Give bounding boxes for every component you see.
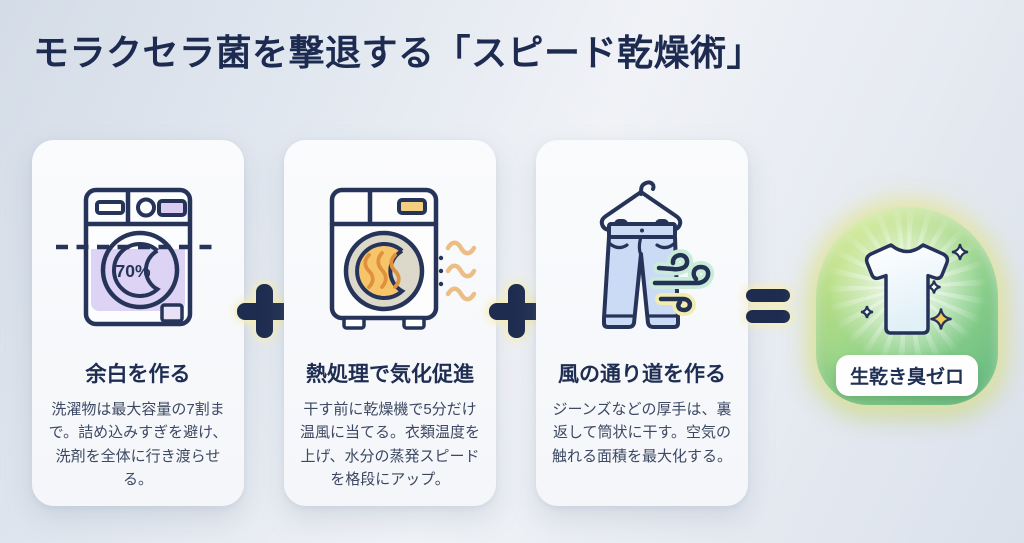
card-body: 干す前に乾燥機で5分だけ温風に当てる。衣類温度を上げ、水分の蒸発スピードを格段に…	[299, 401, 480, 488]
hanger-jeans-icon	[557, 166, 727, 348]
drum-capacity-label: 70%	[115, 261, 150, 281]
result-label: 生乾き臭ゼロ	[849, 367, 965, 388]
result-label-pill: 生乾き臭ゼロ	[835, 355, 979, 396]
card-body: ジーンズなどの厚手は、裏返して筒状に干す。空気の触れる面積を最大化する。	[551, 401, 732, 465]
heat-swirl-lines	[363, 251, 401, 289]
sparkling-tshirt-icon	[860, 243, 969, 335]
card-heat-treatment: 熱処理で気化促進 干す前に乾燥機で5分だけ温風に当てる。衣類温度を上げ、水分の蒸…	[284, 140, 496, 506]
plus-icon	[489, 284, 543, 338]
result-badge: 生乾き臭ゼロ	[816, 207, 998, 405]
page-title: モラクセラ菌を撃退する「スピード乾燥術」	[33, 32, 764, 73]
vent-dots	[438, 255, 444, 287]
card-title: 余白を作る	[85, 363, 191, 386]
washing-machine-icon: 70%	[53, 166, 223, 348]
card-make-margin: 70% 余白を作る 洗濯物は最大容量の7割まで。詰め込みすぎを避け、洗剤を全体に…	[32, 140, 244, 506]
card-title: 熱処理で気化促進	[306, 363, 474, 386]
heat-waves-icon	[445, 240, 477, 302]
dryer-icon	[302, 166, 478, 348]
plus-icon	[237, 284, 291, 338]
card-title: 風の通り道を作る	[558, 363, 726, 386]
wind-icon	[649, 249, 714, 317]
card-body: 洗濯物は最大容量の7割まで。詰め込みすぎを避け、洗剤を全体に行き渡らせる。	[48, 401, 228, 488]
card-airflow-path: 風の通り道を作る ジーンズなどの厚手は、裏返して筒状に干す。空気の触れる面積を最…	[536, 140, 748, 506]
sparkle-icon	[860, 243, 969, 330]
equals-icon	[746, 289, 790, 323]
